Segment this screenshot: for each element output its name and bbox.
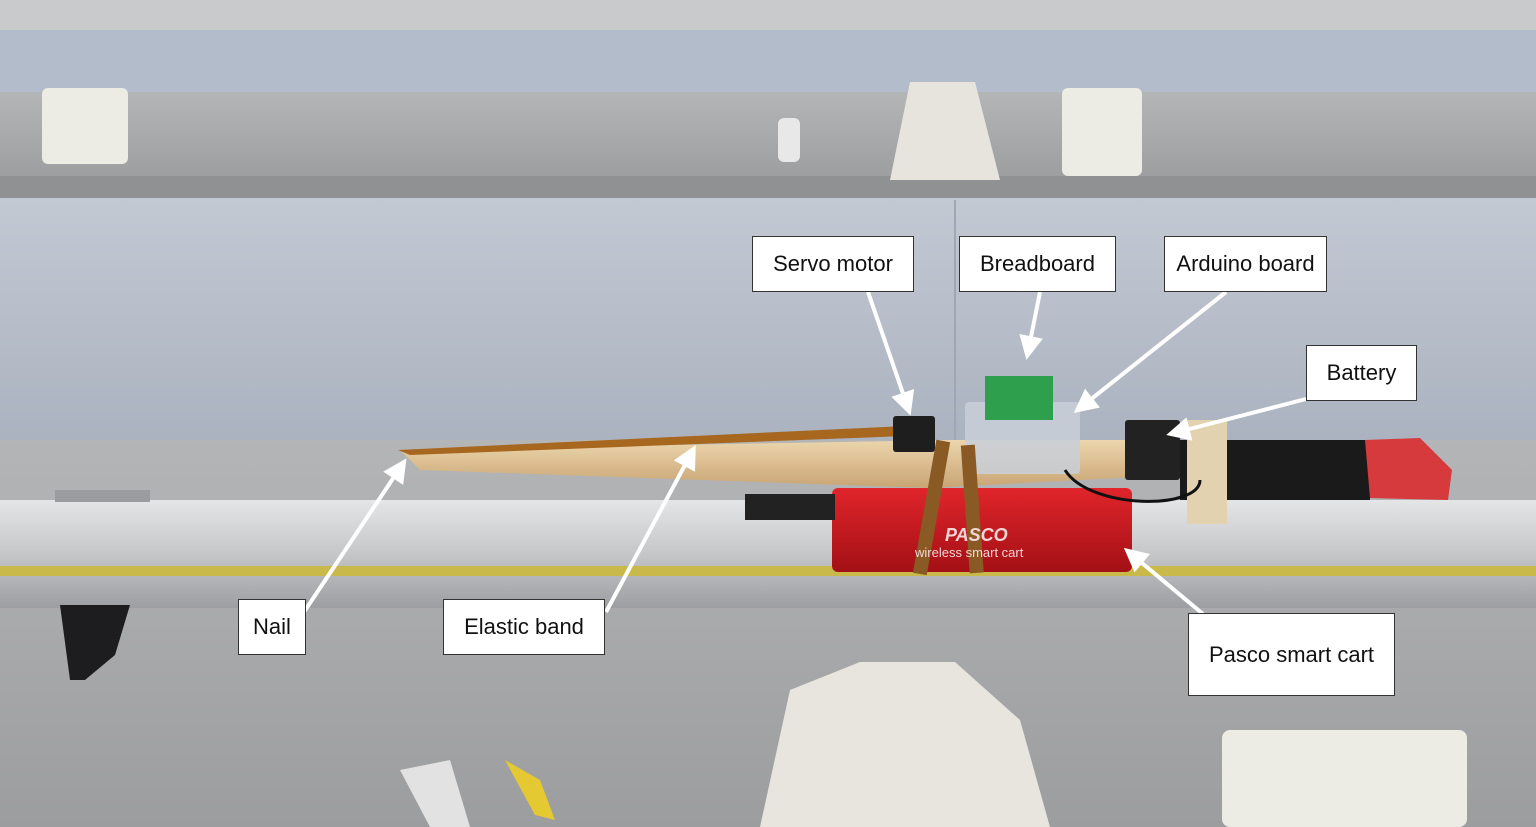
handle-red-end	[1365, 438, 1452, 500]
track-leg	[60, 605, 130, 680]
cart-strap-right	[960, 444, 984, 574]
label-arduino-board: Arduino board	[1164, 236, 1327, 292]
arrow-elastic	[604, 444, 696, 613]
socket-box-right	[1062, 88, 1142, 176]
label-elastic-band: Elastic band	[443, 599, 605, 655]
gas-tap-cover	[890, 82, 1000, 180]
cart-subtitle-text: wireless smart cart	[915, 545, 1024, 560]
cross-guard	[1187, 420, 1227, 524]
elastic-band-shape	[398, 426, 905, 455]
front-gas-tap-cover	[760, 662, 1050, 827]
cart-strap-left	[912, 439, 951, 576]
breadboard-pcb	[985, 376, 1053, 420]
track-scale	[0, 566, 1536, 576]
far-bench-top	[0, 0, 1536, 30]
middle-bench-top	[0, 92, 1536, 182]
arrow-breadboard	[1019, 291, 1043, 360]
label-nail: Nail	[238, 599, 306, 655]
arrow-servo	[866, 291, 915, 416]
label-servo-motor: Servo motor	[752, 236, 914, 292]
middle-bench-edge	[0, 176, 1536, 200]
label-pasco-smart-cart: Pasco smart cart	[1188, 613, 1395, 696]
battery-wire	[1063, 469, 1202, 503]
arrow-arduino	[1073, 290, 1228, 413]
smart-cart	[832, 488, 1132, 572]
servo-motor	[893, 416, 935, 452]
arrow-pasco	[1123, 547, 1205, 616]
arrow-nail	[302, 458, 407, 614]
cart-brand-text: PASCO	[945, 525, 1008, 545]
front-tap-handle	[505, 760, 555, 820]
front-gas-tap	[400, 760, 470, 827]
callout-arrows	[302, 290, 1307, 616]
battery-9v	[1125, 420, 1180, 480]
arrow-battery	[1166, 397, 1307, 441]
track-end-stop	[55, 490, 150, 502]
socket-box-left	[42, 88, 128, 164]
label-breadboard: Breadboard	[959, 236, 1116, 292]
front-socket-box	[1222, 730, 1467, 827]
label-battery: Battery	[1306, 345, 1417, 401]
handle-grip	[1180, 440, 1370, 500]
cart-plunger	[745, 494, 835, 520]
small-tap	[778, 118, 800, 162]
